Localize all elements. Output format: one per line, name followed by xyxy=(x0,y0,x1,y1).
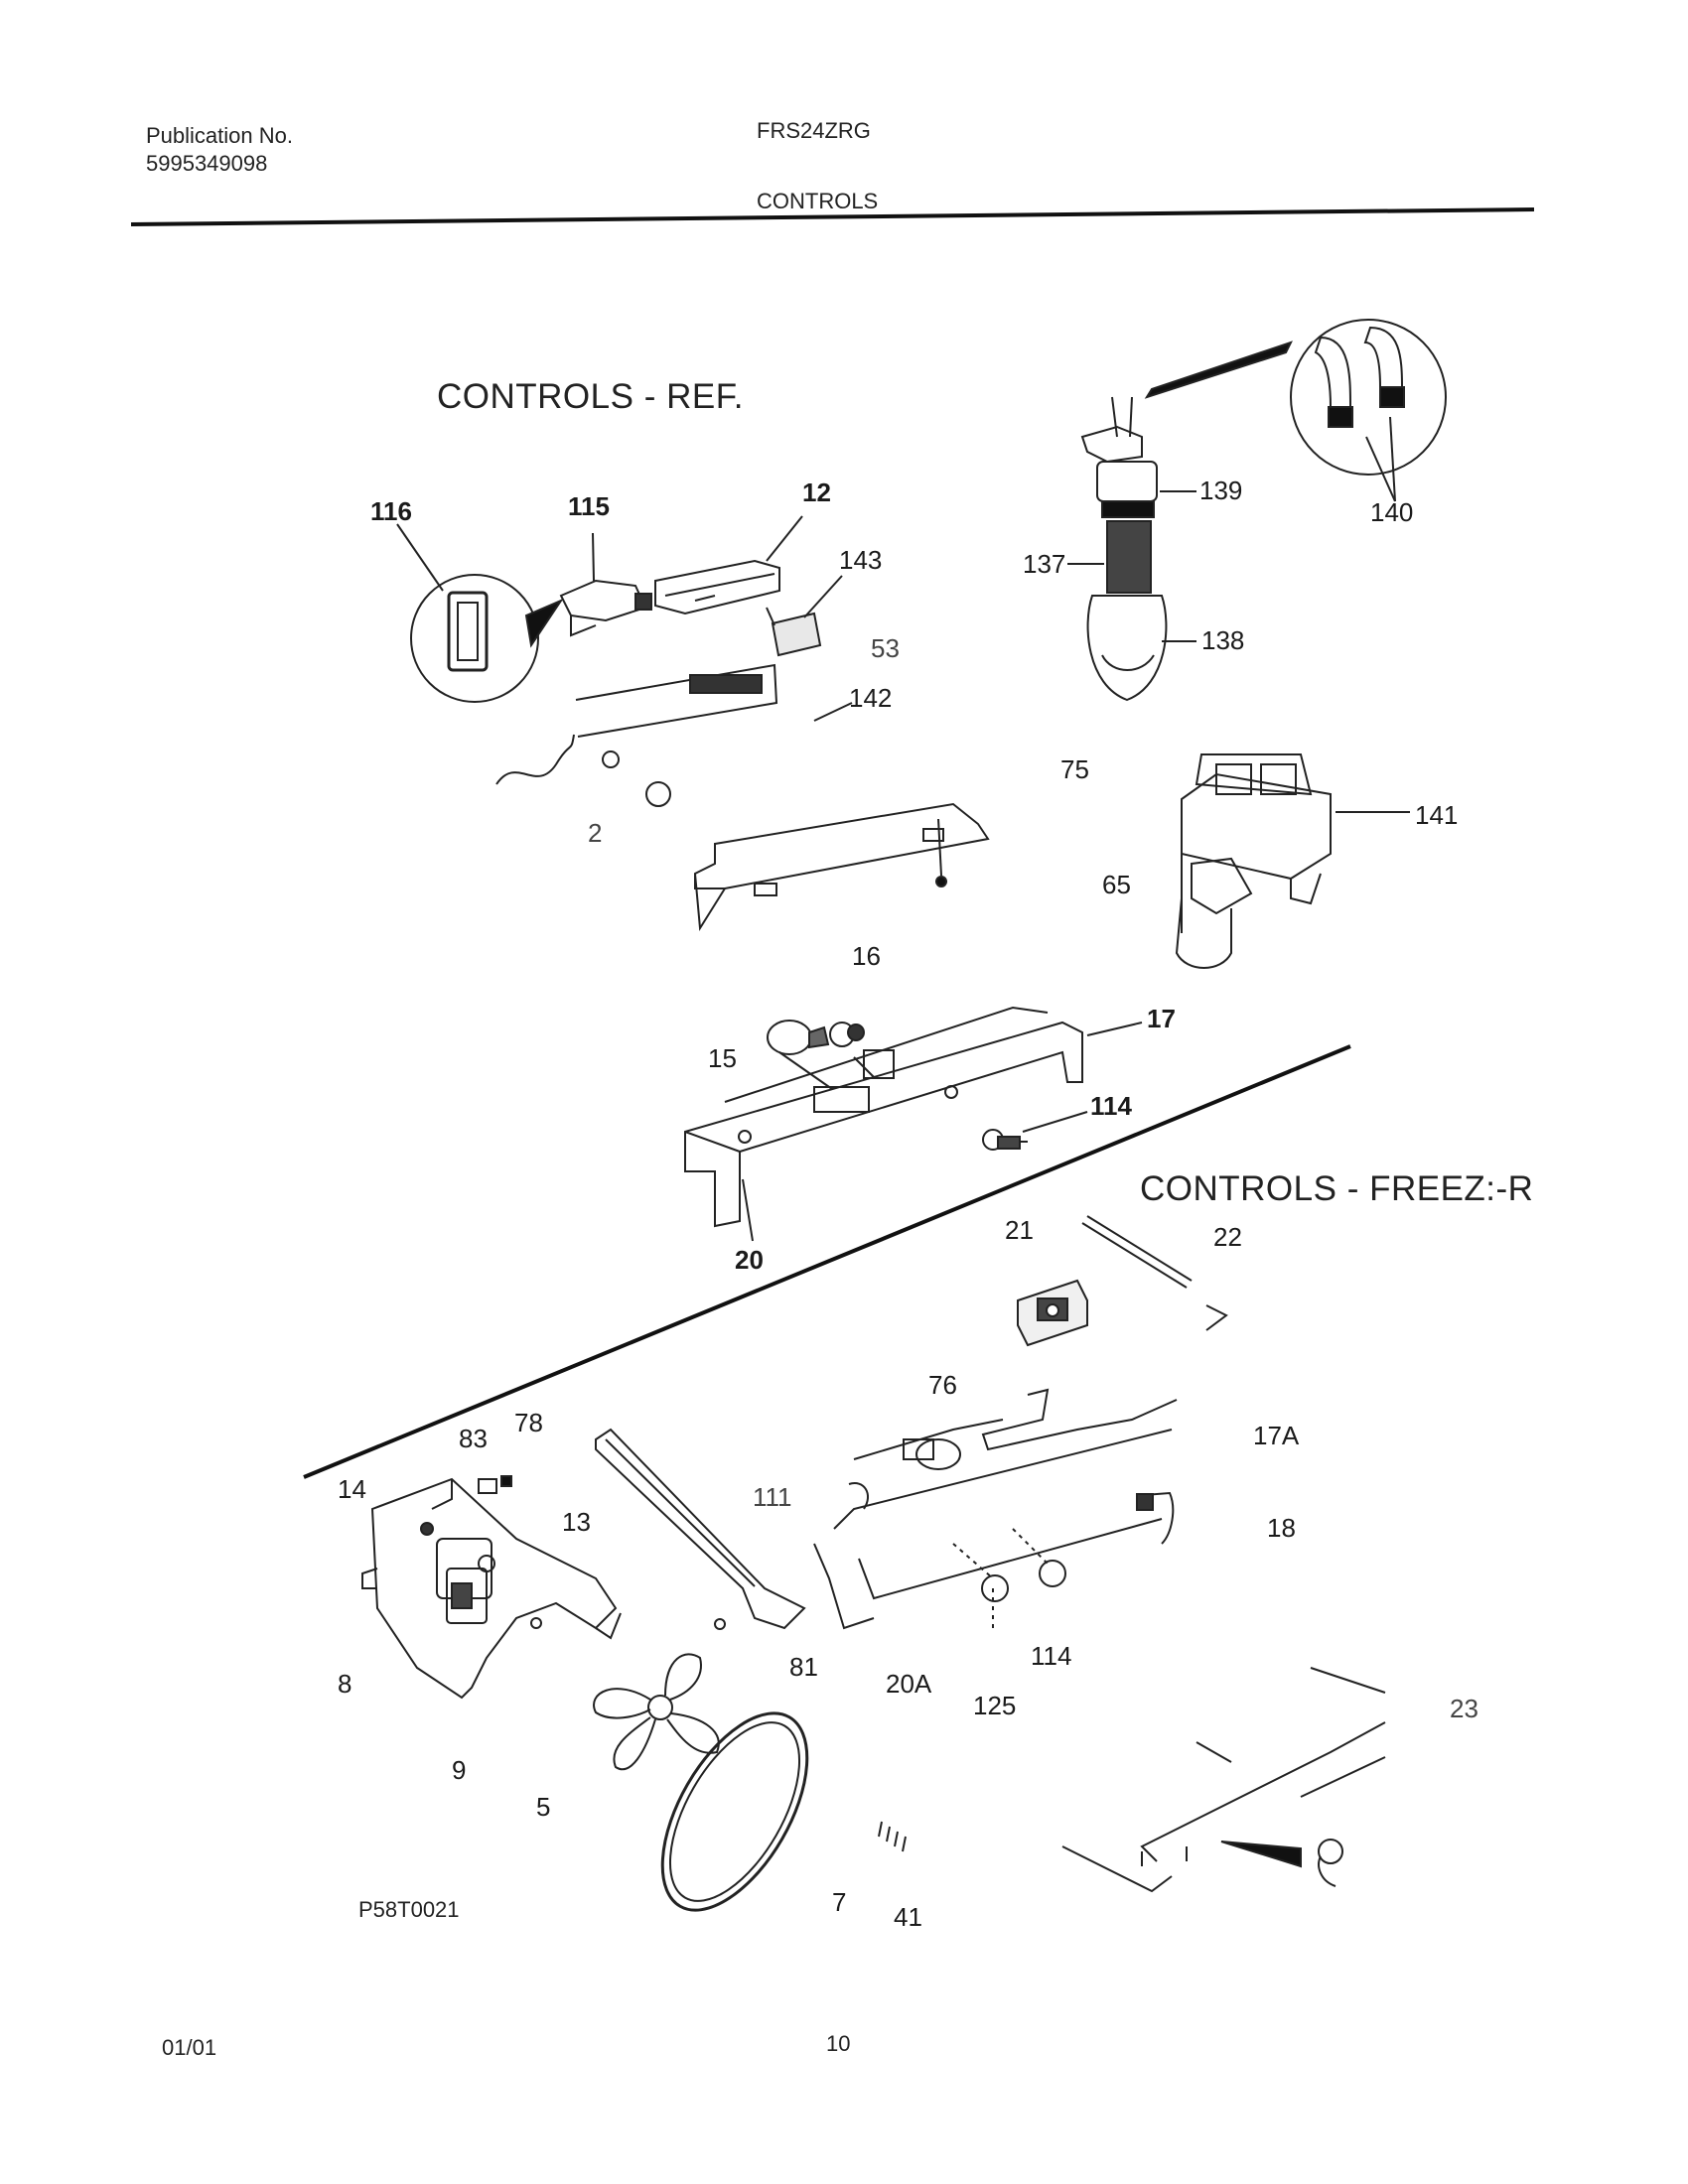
callout-20A: 20A xyxy=(886,1669,932,1699)
callout-7: 7 xyxy=(832,1887,847,1917)
callout-141: 141 xyxy=(1415,800,1459,830)
callout-81: 81 xyxy=(789,1652,818,1682)
callout-115: 115 xyxy=(568,491,610,521)
callout-5: 5 xyxy=(536,1792,551,1822)
zoom-pointer-140 xyxy=(1144,341,1293,399)
part-21-thermostat xyxy=(1017,1279,1088,1347)
zoom-circle-140 xyxy=(1290,319,1447,476)
callout-8: 8 xyxy=(338,1669,352,1699)
callout-138: 138 xyxy=(1201,625,1245,655)
part-141-water-valve xyxy=(1175,753,1332,969)
callout-18: 18 xyxy=(1267,1513,1296,1543)
part-111-shroud-arm xyxy=(595,1428,806,1630)
callout-111: 111 xyxy=(753,1482,792,1512)
callout-114-ref: 114 xyxy=(1090,1091,1132,1121)
part-16-plate xyxy=(694,802,990,932)
part-116-gasket xyxy=(447,591,489,672)
publication-label: Publication No. xyxy=(146,123,293,148)
part-14-motor-bracket xyxy=(361,1477,622,1700)
callout-65: 65 xyxy=(1102,870,1131,899)
zoom-circle-116 xyxy=(410,574,539,703)
callout-41: 41 xyxy=(894,1902,922,1932)
part-114-switch xyxy=(982,1129,1028,1151)
part-137-filter-cartridge xyxy=(1106,520,1152,594)
callout-53: 53 xyxy=(871,633,900,663)
part-15-bulb xyxy=(767,1020,865,1055)
part-139-filter-head xyxy=(1080,396,1158,518)
callout-78: 78 xyxy=(514,1408,543,1437)
callout-116: 116 xyxy=(370,496,412,526)
callout-17A: 17A xyxy=(1253,1421,1300,1450)
header-rule xyxy=(130,207,1535,226)
callout-12: 12 xyxy=(802,478,831,507)
callout-22: 22 xyxy=(1213,1222,1242,1252)
callout-83: 83 xyxy=(459,1424,488,1453)
part-2-panel xyxy=(495,663,778,807)
part-138-filter-housing xyxy=(1086,595,1168,702)
figure-id: P58T0021 xyxy=(358,1897,460,1922)
section-title-freezer: CONTROLS - FREEZ:-R xyxy=(1140,1169,1534,1208)
callout-139: 139 xyxy=(1199,476,1243,505)
callout-13: 13 xyxy=(562,1507,591,1537)
part-41-screws xyxy=(878,1821,907,1852)
model-number: FRS24ZRG xyxy=(757,118,871,143)
callout-23: 23 xyxy=(1450,1694,1478,1723)
callout-143: 143 xyxy=(839,545,883,575)
callout-140: 140 xyxy=(1370,497,1414,527)
callout-142: 142 xyxy=(849,683,893,713)
callout-21: 21 xyxy=(1005,1215,1034,1245)
part-23-evaporator-cover xyxy=(1061,1667,1386,1893)
callout-125: 125 xyxy=(973,1691,1017,1720)
callout-137: 137 xyxy=(1023,549,1066,579)
callout-76: 76 xyxy=(928,1370,957,1400)
page-number: 10 xyxy=(826,2031,851,2056)
callout-17: 17 xyxy=(1147,1004,1176,1033)
callout-16: 16 xyxy=(852,941,881,971)
part-143-bracket xyxy=(766,607,822,657)
part-7-fan-ring xyxy=(660,1711,809,1912)
section-divider xyxy=(303,1044,1351,1479)
pointer-arrow-23 xyxy=(1220,1841,1302,1868)
part-17-light-housing xyxy=(684,1006,1083,1228)
callout-14: 14 xyxy=(338,1474,366,1504)
callout-20: 20 xyxy=(735,1245,764,1275)
callout-9: 9 xyxy=(452,1755,467,1785)
callout-114-freezer: 114 xyxy=(1031,1641,1072,1671)
part-22-capillary xyxy=(1081,1215,1228,1331)
part-12-cover xyxy=(654,559,780,615)
part-115-housing xyxy=(559,579,652,637)
publication-number: 5995349098 xyxy=(146,151,268,176)
part-83-clip xyxy=(478,1475,512,1494)
part-5-fan-blade xyxy=(593,1653,720,1771)
footer-date: 01/01 xyxy=(162,2035,217,2060)
callout-2: 2 xyxy=(588,818,603,848)
section-title-ref: CONTROLS - REF. xyxy=(437,377,744,416)
page-section-title: CONTROLS xyxy=(757,189,879,213)
part-76-control-housing xyxy=(813,1388,1178,1630)
callout-15: 15 xyxy=(708,1043,737,1073)
callout-75: 75 xyxy=(1060,754,1089,784)
part-140-fittings xyxy=(1314,326,1405,428)
